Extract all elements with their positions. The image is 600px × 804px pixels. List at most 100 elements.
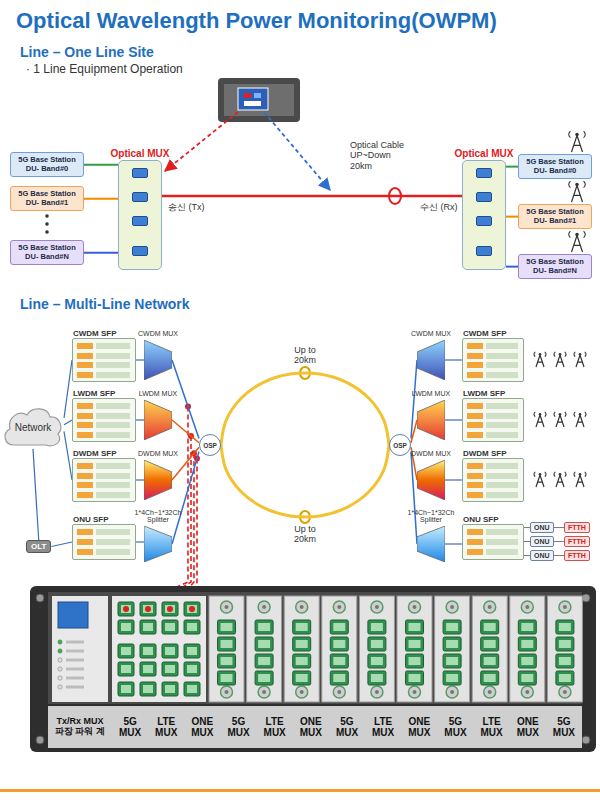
onu-box: ONU: [530, 536, 554, 547]
optical-port-inner: [296, 623, 308, 631]
wdm-wedge: [417, 400, 445, 440]
node-label: OSP: [393, 442, 407, 449]
mux-port: [132, 192, 148, 202]
optical-port-inner: [371, 674, 383, 682]
mux-heading: DWDM MUX: [132, 450, 184, 458]
optical-port-inner: [484, 674, 496, 682]
sfp-module: [96, 362, 130, 368]
group-heading: LWDM SFP: [463, 389, 505, 398]
device-face: [224, 84, 294, 116]
group-heading: CWDM SFP: [73, 329, 117, 338]
module-screw-core: [375, 690, 379, 694]
optical-port: [162, 682, 178, 696]
rack-ear-hole: [36, 736, 44, 744]
rx-dashed-arrow: [264, 112, 330, 190]
slot-label: 5G MUX: [546, 706, 582, 748]
sfp-module: [77, 482, 93, 488]
sfp-module: [467, 403, 483, 409]
connector-line: [136, 359, 144, 360]
wdm-wedge: [417, 340, 445, 380]
wdm-wedge: [144, 526, 172, 562]
connector-line: [84, 252, 118, 254]
module-screw: [221, 686, 233, 698]
group-heading: ONU SFP: [73, 515, 109, 524]
connector-line: [554, 541, 564, 542]
sfp-module: [77, 343, 93, 349]
sfp-module: [467, 473, 483, 479]
antenna-waves: [534, 412, 546, 417]
mux-module: [209, 596, 244, 702]
connector-line: [136, 479, 144, 480]
wdm-shape: [417, 340, 445, 380]
optical-port-inner: [446, 623, 458, 631]
sfp-group: CWDM SFP: [462, 338, 524, 382]
optical-port-inner: [165, 685, 175, 693]
wdm-wedge: [144, 340, 172, 380]
antenna-tip: [559, 353, 562, 356]
device-body: [218, 78, 300, 122]
optical-port-inner: [409, 623, 421, 631]
rack-face: [48, 592, 582, 704]
optical-port-inner: [221, 640, 233, 648]
connector-line: [411, 360, 417, 438]
mux-module: [510, 596, 545, 702]
optical-port: [481, 654, 499, 668]
group-heading: DWDM SFP: [463, 449, 507, 458]
sfp-module: [467, 529, 483, 535]
antenna-waves: [534, 472, 546, 477]
optical-port: [406, 620, 424, 634]
sfp-group: CWDM SFP: [72, 338, 136, 382]
sfp-group: DWDM SFP: [72, 458, 136, 502]
optical-port-inner: [409, 674, 421, 682]
led-plate: [66, 668, 84, 671]
module-screw-core: [337, 605, 341, 609]
antenna-mast: [536, 355, 544, 367]
module-screw: [221, 601, 233, 613]
optical-port-inner: [521, 623, 533, 631]
optical-port: [218, 637, 236, 651]
slot-label: Tx/Rx MUX 파장 파워 계: [50, 706, 110, 748]
optical-port-inner: [221, 674, 233, 682]
optical-port: [118, 644, 134, 658]
optical-port-inner: [187, 605, 197, 613]
box-label: ONU: [534, 523, 550, 532]
module-screw-core: [563, 690, 567, 694]
status-led: [58, 649, 62, 653]
optical-port-inner: [258, 623, 270, 631]
box-label: FTTH: [568, 523, 586, 532]
sfp-module: [77, 492, 93, 498]
sfp-module: [96, 549, 130, 555]
optical-port: [556, 620, 574, 634]
antenna-mast: [572, 136, 583, 153]
sfp-module: [77, 549, 93, 555]
mux-module: [322, 596, 357, 702]
optical-port: [140, 644, 156, 658]
module-screw: [559, 686, 571, 698]
sfp-module: [77, 372, 93, 378]
module-screw-core: [262, 605, 266, 609]
mux-heading: Optical MUX: [111, 148, 170, 159]
antenna-icon: [534, 412, 546, 427]
box-label: ONU: [534, 537, 550, 546]
antenna-waves: [569, 231, 586, 238]
optical-port: [443, 654, 461, 668]
sfp-module: [96, 482, 130, 488]
optical-port: [293, 654, 311, 668]
antenna-icon: [569, 181, 586, 202]
page-title: Optical Wavelength Power Monitoring(OWPM…: [16, 8, 497, 34]
connector-line: [221, 445, 389, 517]
station-label: 5G Base Station DU- Band#0: [15, 156, 79, 173]
optical-port-inner: [446, 657, 458, 665]
optical-port-inner: [165, 605, 175, 613]
station-label: 5G Base Station DU- Band#0: [523, 158, 587, 175]
sfp-module: [486, 432, 518, 438]
connector-line: [136, 419, 144, 420]
box-label: ONU: [534, 551, 550, 560]
direction-label: 송신 (Tx): [168, 202, 205, 212]
wdm-shape: [417, 460, 445, 500]
slot-label: LTE MUX: [474, 706, 510, 748]
antenna-waves: [569, 131, 586, 138]
bullet-note: · 1 Line Equipment Operation: [26, 63, 183, 77]
optical-port-inner: [143, 685, 153, 693]
connector-line: [506, 166, 518, 168]
